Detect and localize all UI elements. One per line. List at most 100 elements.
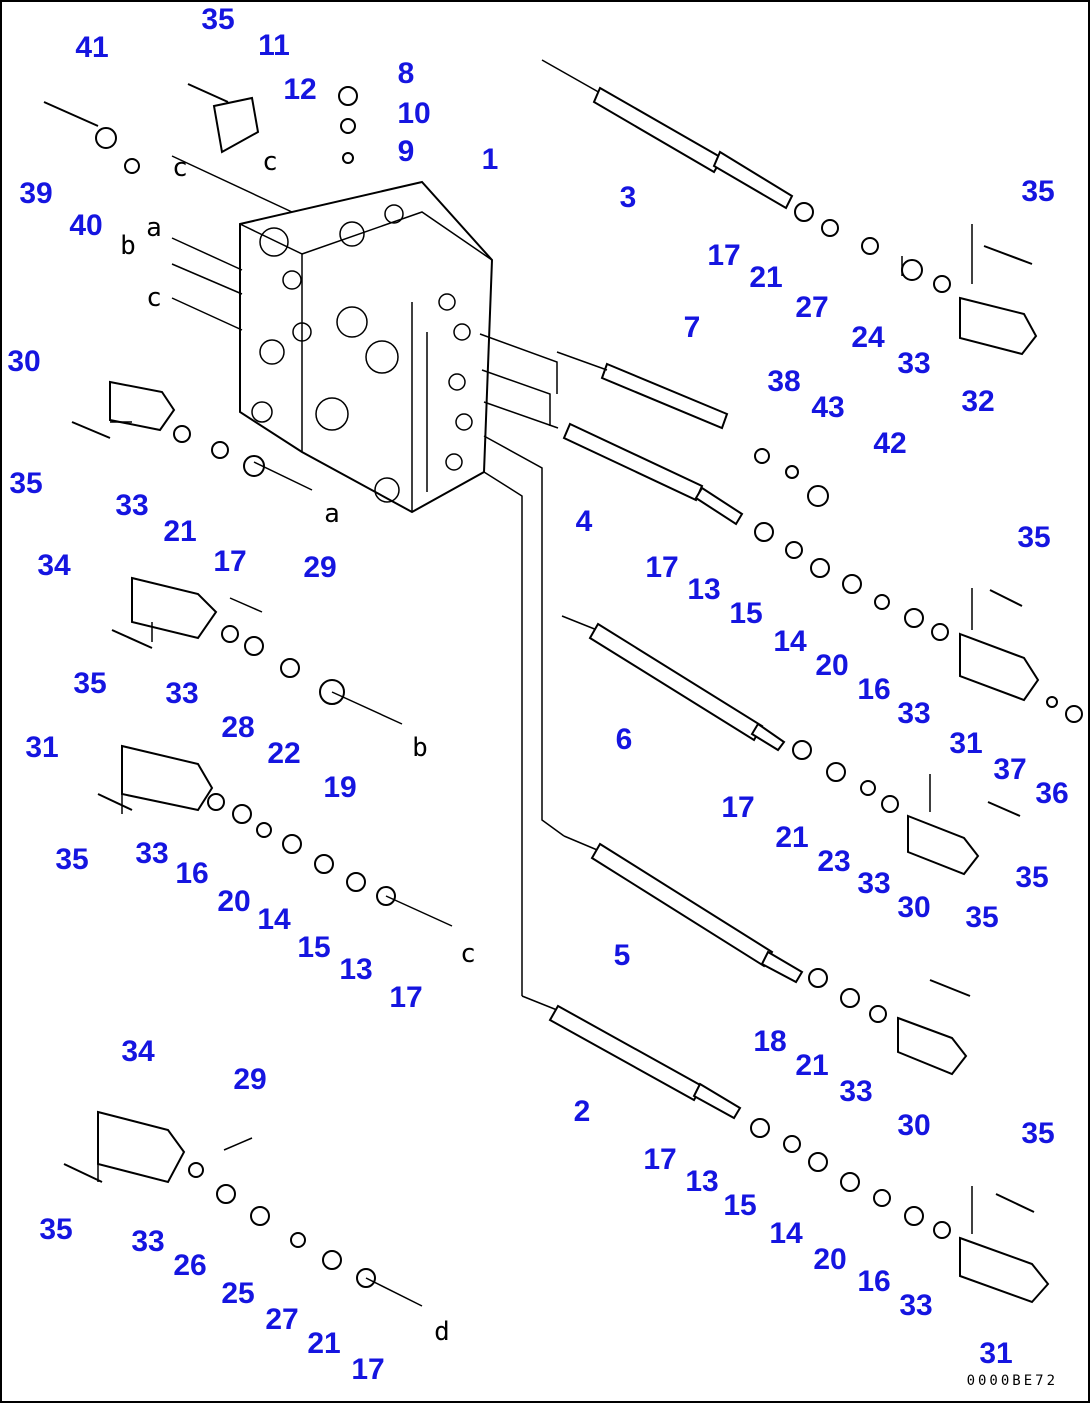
callout-35: 35 <box>965 901 999 934</box>
connection-letter-b: b <box>412 733 428 763</box>
callout-35: 35 <box>55 843 89 876</box>
callout-13: 13 <box>685 1165 719 1198</box>
callout-10: 10 <box>397 97 431 130</box>
callout-36: 36 <box>1035 777 1069 810</box>
valve-body <box>239 180 494 514</box>
callout-17: 17 <box>389 981 423 1014</box>
callout-33: 33 <box>897 697 931 730</box>
callout-34: 34 <box>37 549 71 582</box>
callout-21: 21 <box>795 1049 829 1082</box>
callout-17: 17 <box>643 1143 677 1176</box>
callout-30: 30 <box>7 345 41 378</box>
small-parts <box>95 86 1083 1288</box>
callout-22: 22 <box>267 737 301 770</box>
callout-9: 9 <box>397 135 415 168</box>
callout-17: 17 <box>213 545 247 578</box>
callout-4: 4 <box>575 505 593 538</box>
callout-15: 15 <box>297 931 331 964</box>
callout-35: 35 <box>1021 175 1055 208</box>
connection-letter-a: a <box>324 499 340 529</box>
callout-25: 25 <box>221 1277 255 1310</box>
callout-20: 20 <box>815 649 849 682</box>
callout-38: 38 <box>767 365 801 398</box>
callout-14: 14 <box>773 625 807 658</box>
callout-17: 17 <box>721 791 755 824</box>
callout-41: 41 <box>75 31 109 64</box>
callout-3: 3 <box>619 181 637 214</box>
callout-33: 33 <box>857 867 891 900</box>
callout-43: 43 <box>811 391 845 424</box>
callout-26: 26 <box>173 1249 207 1282</box>
callout-16: 16 <box>175 857 209 890</box>
callout-17: 17 <box>351 1353 385 1386</box>
callout-37: 37 <box>993 753 1027 786</box>
callout-14: 14 <box>769 1217 803 1250</box>
callout-5: 5 <box>613 939 631 972</box>
callout-19: 19 <box>323 771 357 804</box>
solenoid-covers <box>97 96 1050 1304</box>
callout-24: 24 <box>851 321 885 354</box>
callout-29: 29 <box>233 1063 267 1096</box>
callout-2: 2 <box>573 1095 591 1128</box>
spools <box>521 59 804 1120</box>
connection-letter-b: b <box>120 231 136 261</box>
callout-13: 13 <box>339 953 373 986</box>
callout-21: 21 <box>749 261 783 294</box>
callout-33: 33 <box>135 837 169 870</box>
callout-31: 31 <box>25 731 59 764</box>
flow-lines <box>97 155 973 1307</box>
callout-7: 7 <box>683 311 701 344</box>
callout-31: 31 <box>949 727 983 760</box>
callout-30: 30 <box>897 891 931 924</box>
callout-29: 29 <box>303 551 337 584</box>
callout-12: 12 <box>283 73 317 106</box>
callout-13: 13 <box>687 573 721 606</box>
connection-letter-c: c <box>460 939 476 969</box>
callout-35: 35 <box>1017 521 1051 554</box>
callout-33: 33 <box>899 1289 933 1322</box>
callout-35: 35 <box>9 467 43 500</box>
callout-35: 35 <box>39 1213 73 1246</box>
callout-21: 21 <box>163 515 197 548</box>
callout-33: 33 <box>115 489 149 522</box>
callout-17: 17 <box>707 239 741 272</box>
callout-15: 15 <box>723 1189 757 1222</box>
callout-27: 27 <box>795 291 829 324</box>
callout-11: 11 <box>258 29 290 62</box>
callout-35: 35 <box>201 3 235 36</box>
callout-35: 35 <box>73 667 107 700</box>
callout-15: 15 <box>729 597 763 630</box>
callout-33: 33 <box>897 347 931 380</box>
callout-35: 35 <box>1015 861 1049 894</box>
callout-16: 16 <box>857 673 891 706</box>
callout-14: 14 <box>257 903 291 936</box>
callout-17: 17 <box>645 551 679 584</box>
callout-21: 21 <box>775 821 809 854</box>
callout-20: 20 <box>813 1243 847 1276</box>
callout-42: 42 <box>873 427 907 460</box>
callout-21: 21 <box>307 1327 341 1360</box>
callout-31: 31 <box>979 1337 1013 1370</box>
callout-35: 35 <box>1021 1117 1055 1150</box>
callout-23: 23 <box>817 845 851 878</box>
callout-28: 28 <box>221 711 255 744</box>
connection-letter-c: c <box>262 147 278 177</box>
callout-33: 33 <box>839 1075 873 1108</box>
callout-32: 32 <box>961 385 995 418</box>
callout-18: 18 <box>753 1025 787 1058</box>
callout-27: 27 <box>265 1303 299 1336</box>
callout-20: 20 <box>217 885 251 918</box>
callout-30: 30 <box>897 1109 931 1142</box>
callout-40: 40 <box>69 209 103 242</box>
bolts <box>43 83 1035 1213</box>
callout-6: 6 <box>615 723 633 756</box>
callout-33: 33 <box>131 1225 165 1258</box>
callout-16: 16 <box>857 1265 891 1298</box>
connection-letter-a: a <box>146 213 162 243</box>
connection-letter-d: d <box>434 1317 450 1347</box>
callout-8: 8 <box>397 57 415 90</box>
connection-letter-c: c <box>146 283 162 313</box>
callout-34: 34 <box>121 1035 155 1068</box>
